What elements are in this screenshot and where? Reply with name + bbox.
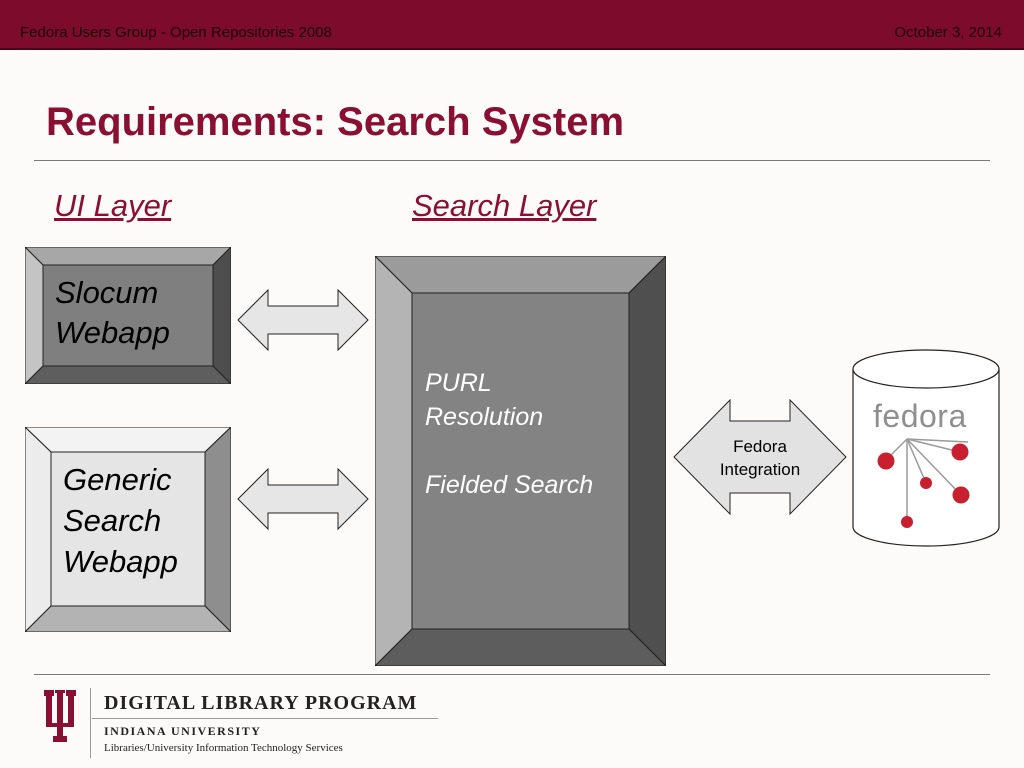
fedora-logo-icon xyxy=(877,438,970,528)
generic-label-line3: Webapp xyxy=(63,544,178,579)
footer-divider xyxy=(34,674,990,675)
generic-search-double-arrow xyxy=(237,467,369,531)
generic-search-webapp-box: Generic Search Webapp xyxy=(25,427,231,632)
search-layer-box: PURL Resolution Fielded Search xyxy=(375,256,666,666)
iu-trident-icon xyxy=(44,690,76,742)
header-bar: Fedora Users Group - Open Repositories 2… xyxy=(0,0,1024,50)
search-layer-heading: Search Layer xyxy=(412,188,597,223)
footer-program-name: DIGITAL LIBRARY PROGRAM xyxy=(104,692,418,714)
slocum-search-double-arrow xyxy=(237,288,369,352)
search-label-resolution: Resolution xyxy=(425,403,544,431)
footer-university-name: INDIANA UNIVERSITY xyxy=(104,724,262,738)
title-divider xyxy=(34,160,990,161)
header-date-text: October 3, 2014 xyxy=(894,24,1002,41)
search-label-fielded-search: Fielded Search xyxy=(425,471,594,499)
footer-logo-divider xyxy=(90,688,91,758)
footer-logo-block: DIGITAL LIBRARY PROGRAM INDIANA UNIVERSI… xyxy=(38,684,438,760)
slocum-bevel-graphic xyxy=(25,247,231,384)
header-event-text: Fedora Users Group - Open Repositories 2… xyxy=(20,24,332,41)
footer-services-name: Libraries/University Information Technol… xyxy=(104,742,343,754)
footer-logo-hline xyxy=(92,718,438,719)
ui-layer-heading: UI Layer xyxy=(54,188,172,223)
slocum-label-line2: Webapp xyxy=(55,315,170,350)
fedora-repository-cylinder xyxy=(852,349,1000,547)
slocum-webapp-box: Slocum Webapp xyxy=(25,247,231,384)
generic-label-line1: Generic xyxy=(63,462,172,497)
slocum-label-line1: Slocum xyxy=(55,275,159,310)
search-bevel-graphic xyxy=(375,256,666,666)
search-label-spacer xyxy=(425,434,593,468)
slide-title: Requirements: Search System xyxy=(46,100,625,144)
fedora-integration-label-line2: Integration xyxy=(719,459,801,479)
search-label-purl: PURL xyxy=(425,369,492,397)
generic-label-line2: Search xyxy=(63,503,162,538)
fedora-integration-double-arrow xyxy=(673,399,847,515)
fedora-logo-text: fedora xyxy=(873,398,967,434)
generic-bevel-graphic xyxy=(25,427,231,632)
fedora-integration-label: Fedora Integration xyxy=(700,436,820,482)
fedora-integration-label-line1: Fedora xyxy=(733,437,787,456)
